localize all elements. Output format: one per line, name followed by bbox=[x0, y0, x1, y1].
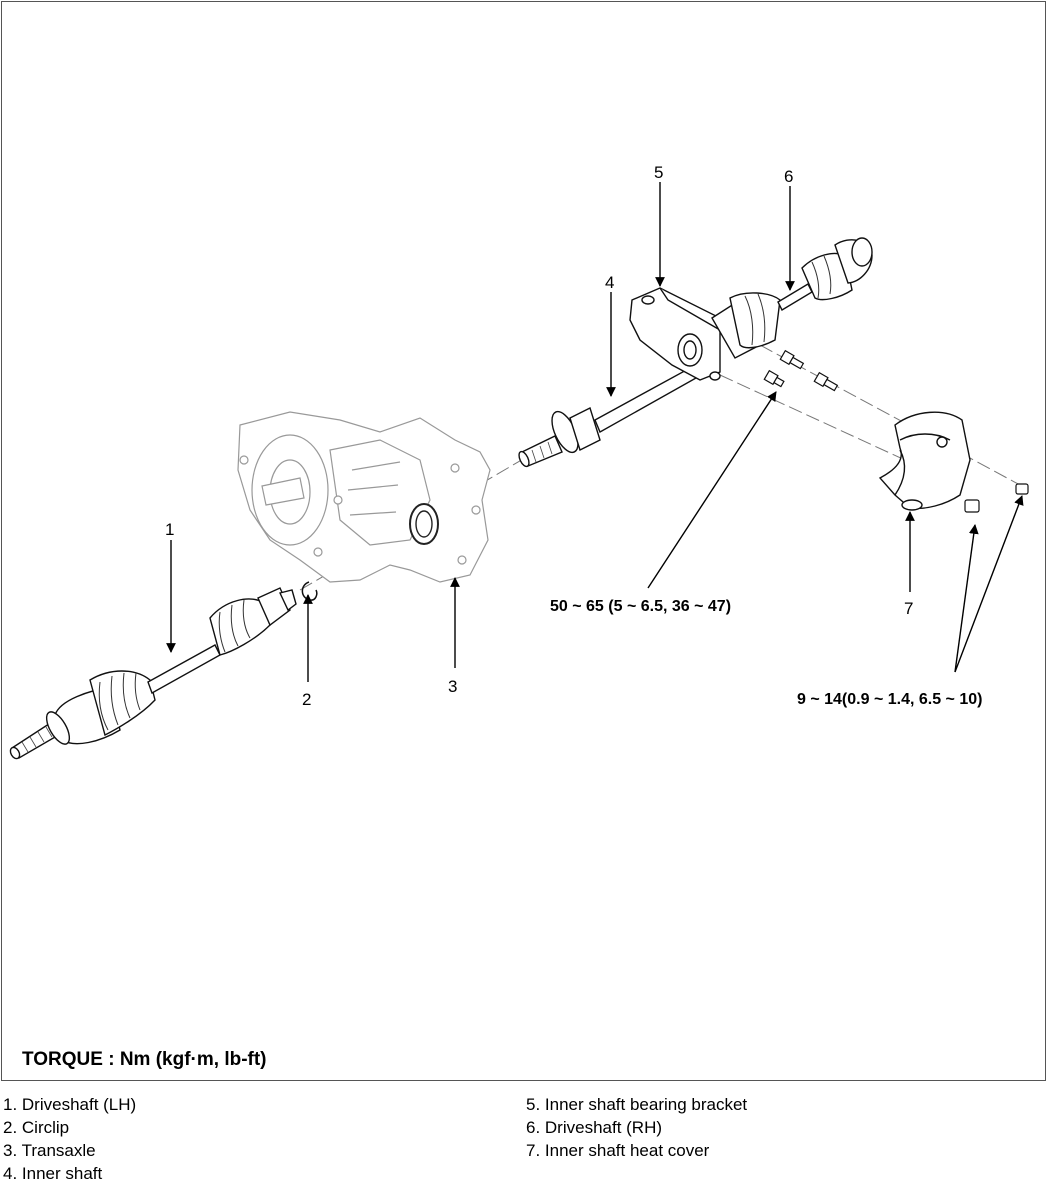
driveshaft-lh-part bbox=[9, 587, 297, 760]
legend-item-driveshaft-lh: 1. Driveshaft (LH) bbox=[3, 1095, 137, 1114]
exploded-view-diagram: 1 2 3 4 5 6 7 50 ~ 65 (5 ~ 6.5, 36 ~ 47)… bbox=[9, 163, 1029, 760]
callout-6: 6 bbox=[784, 167, 793, 186]
heat-cover-part bbox=[878, 411, 971, 511]
callout-4: 4 bbox=[605, 273, 614, 292]
legend-item-circlip: 2. Circlip bbox=[3, 1118, 70, 1137]
legend-item-transaxle: 3. Transaxle bbox=[3, 1141, 96, 1160]
callout-5: 5 bbox=[654, 163, 663, 182]
legend-item-inner-shaft: 4. Inner shaft bbox=[3, 1164, 103, 1183]
bracket-bolts bbox=[763, 349, 839, 392]
callout-3: 3 bbox=[448, 677, 457, 696]
legend-item-heat-cover: 7. Inner shaft heat cover bbox=[526, 1141, 710, 1160]
callout-2: 2 bbox=[302, 690, 311, 709]
parts-legend-left: 1. Driveshaft (LH) 2. Circlip 3. Transax… bbox=[3, 1093, 136, 1185]
leader-lines bbox=[166, 182, 1024, 682]
legend-item-driveshaft-rh: 6. Driveshaft (RH) bbox=[526, 1118, 663, 1137]
bearing-bracket-part bbox=[629, 287, 721, 381]
inner-shaft-part bbox=[518, 367, 697, 468]
diagram-frame bbox=[1, 1, 1046, 1081]
torque-spec-heat-cover: 9 ~ 14(0.9 ~ 1.4, 6.5 ~ 10) bbox=[797, 691, 982, 708]
parts-legend-right: 5. Inner shaft bearing bracket 6. Drives… bbox=[526, 1093, 747, 1162]
torque-spec-bracket: 50 ~ 65 (5 ~ 6.5, 36 ~ 47) bbox=[550, 598, 731, 615]
callout-7: 7 bbox=[904, 599, 913, 618]
transaxle-part bbox=[237, 411, 491, 583]
driveshaft-rh-part bbox=[711, 237, 873, 359]
legend-item-bearing-bracket: 5. Inner shaft bearing bracket bbox=[526, 1095, 748, 1114]
callout-1: 1 bbox=[165, 520, 174, 539]
heat-cover-bolts bbox=[964, 483, 1029, 513]
torque-units-title: TORQUE : Nm (kgf·m, lb-ft) bbox=[22, 1049, 267, 1070]
